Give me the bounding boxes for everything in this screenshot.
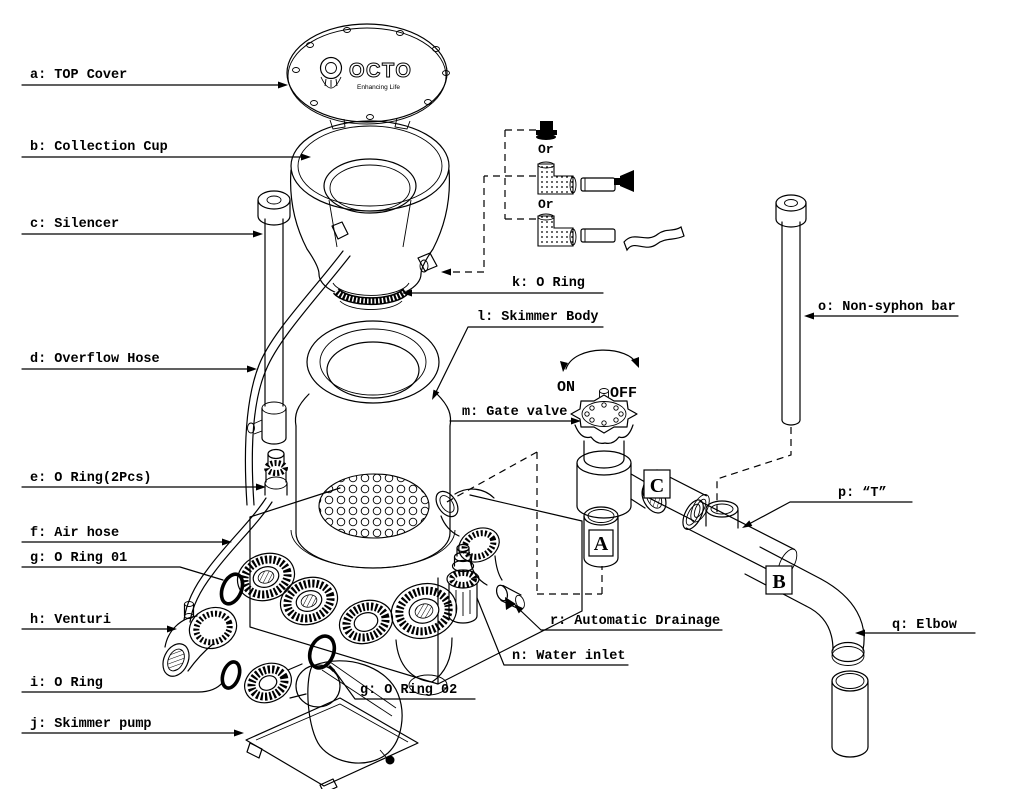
callout-i: i: O Ring bbox=[21, 676, 224, 693]
bubble-plate bbox=[318, 473, 430, 539]
valve-knob bbox=[570, 388, 638, 444]
callout-g2: g: O Ring 02 bbox=[333, 669, 476, 700]
skimmer-body bbox=[290, 320, 456, 569]
union-nut-1 bbox=[236, 552, 296, 602]
pump-union-nut bbox=[390, 582, 458, 696]
part-label-a: a: TOP Cover bbox=[30, 68, 127, 83]
marker-letter-a: A bbox=[594, 533, 609, 555]
pipe-c: C bbox=[642, 469, 710, 523]
automatic-drainage-fitting bbox=[495, 584, 525, 610]
marker-box-a bbox=[588, 529, 614, 557]
part-label-e: e: O Ring(2Pcs) bbox=[30, 471, 152, 486]
callout-r: r: Automatic Drainage bbox=[514, 604, 723, 631]
outlet-pipe bbox=[831, 670, 869, 758]
o-ring-i bbox=[220, 660, 242, 690]
or-label-2: Or bbox=[538, 197, 554, 212]
or-label-1: Or bbox=[538, 142, 554, 157]
callout-n: n: Water inlet bbox=[476, 597, 629, 666]
callout-e: e: O Ring(2Pcs) bbox=[21, 471, 266, 491]
air-hose bbox=[183, 497, 273, 623]
plug-cap-icon bbox=[536, 121, 557, 140]
part-label-d: d: Overflow Hose bbox=[30, 352, 160, 367]
elbow-option-3 bbox=[537, 213, 685, 252]
brand-name: OCTO bbox=[349, 60, 412, 82]
part-label-j: j: Skimmer pump bbox=[30, 717, 152, 732]
silencer bbox=[247, 190, 291, 445]
pipe-b: B bbox=[744, 546, 822, 607]
callout-m: m: Gate valve bbox=[449, 405, 581, 425]
brand-tagline: Enhancing Life bbox=[357, 84, 400, 91]
part-label-i: i: O Ring bbox=[30, 676, 103, 691]
elbow-option-2 bbox=[537, 161, 634, 195]
top-cover: OCTO Enhancing Life bbox=[286, 23, 450, 130]
option-bracket bbox=[441, 129, 536, 276]
overflow-hose bbox=[244, 250, 351, 506]
screw-holes bbox=[292, 27, 450, 120]
o-ring-01 bbox=[219, 572, 245, 606]
part-label-c: c: Silencer bbox=[30, 217, 119, 232]
valve-off-label: OFF bbox=[610, 385, 637, 402]
part-label-q: q: Elbow bbox=[892, 618, 958, 633]
part-label-n: n: Water inlet bbox=[512, 649, 625, 664]
callout-o: o: Non-syphon bar bbox=[804, 300, 959, 320]
part-label-m: m: Gate valve bbox=[462, 405, 567, 420]
on-off-arc bbox=[565, 349, 638, 370]
callout-d: d: Overflow Hose bbox=[21, 352, 257, 373]
assembly-dash-o-to-t bbox=[716, 427, 792, 513]
callout-h: h: Venturi bbox=[21, 613, 177, 633]
union-nut-2 bbox=[279, 576, 339, 626]
part-label-k: k: O Ring bbox=[512, 276, 585, 291]
collection-cup bbox=[290, 120, 450, 310]
pipe-a: A bbox=[583, 506, 619, 568]
non-syphon-bar bbox=[716, 194, 807, 513]
cup-air-nipple bbox=[331, 221, 349, 240]
valve-on-label: ON bbox=[557, 379, 575, 396]
assembly-dash-valve bbox=[444, 451, 603, 595]
elbow-q bbox=[805, 578, 865, 666]
callout-j: j: Skimmer pump bbox=[21, 717, 244, 737]
marker-letter-b: B bbox=[772, 571, 785, 593]
part-label-b: b: Collection Cup bbox=[30, 140, 168, 155]
venturi bbox=[162, 601, 238, 677]
part-label-f: f: Air hose bbox=[30, 526, 119, 541]
part-label-g2: g: O Ring 02 bbox=[360, 683, 457, 698]
marker-letter-c: C bbox=[650, 475, 664, 497]
skimmer-pump bbox=[244, 660, 419, 789]
part-label-p: p: “T” bbox=[838, 486, 887, 501]
part-label-l: l: Skimmer Body bbox=[477, 310, 599, 325]
callout-k: k: O Ring bbox=[402, 276, 604, 297]
callout-f: f: Air hose bbox=[21, 526, 232, 546]
callout-q: q: Elbow bbox=[855, 618, 976, 637]
pump-base-block bbox=[162, 448, 583, 696]
callout-l: l: Skimmer Body bbox=[432, 310, 604, 400]
marker-box-b bbox=[765, 565, 793, 595]
air-connector-e bbox=[264, 448, 288, 496]
part-label-r: r: Automatic Drainage bbox=[550, 614, 720, 629]
soft-hose-icon bbox=[623, 226, 685, 252]
cup-drain-nipple bbox=[417, 252, 438, 272]
callouts: a: TOP Cover b: Collection Cup c: Silenc… bbox=[21, 68, 976, 737]
callout-c: c: Silencer bbox=[21, 217, 263, 238]
part-label-o: o: Non-syphon bar bbox=[818, 300, 956, 315]
union-nut-3 bbox=[338, 599, 394, 645]
optional-fittings: Or Or bbox=[441, 121, 685, 276]
water-inlet bbox=[446, 543, 480, 624]
pump-base-plate bbox=[245, 697, 419, 787]
callout-g1: g: O Ring 01 bbox=[21, 551, 224, 581]
callout-p: p: “T” bbox=[742, 486, 913, 528]
part-label-h: h: Venturi bbox=[30, 613, 111, 628]
octopus-logo-icon bbox=[319, 56, 343, 89]
part-label-g1: g: O Ring 01 bbox=[30, 551, 127, 566]
callout-a: a: TOP Cover bbox=[21, 68, 288, 89]
marker-box-c bbox=[643, 469, 671, 499]
callout-b: b: Collection Cup bbox=[21, 140, 311, 161]
